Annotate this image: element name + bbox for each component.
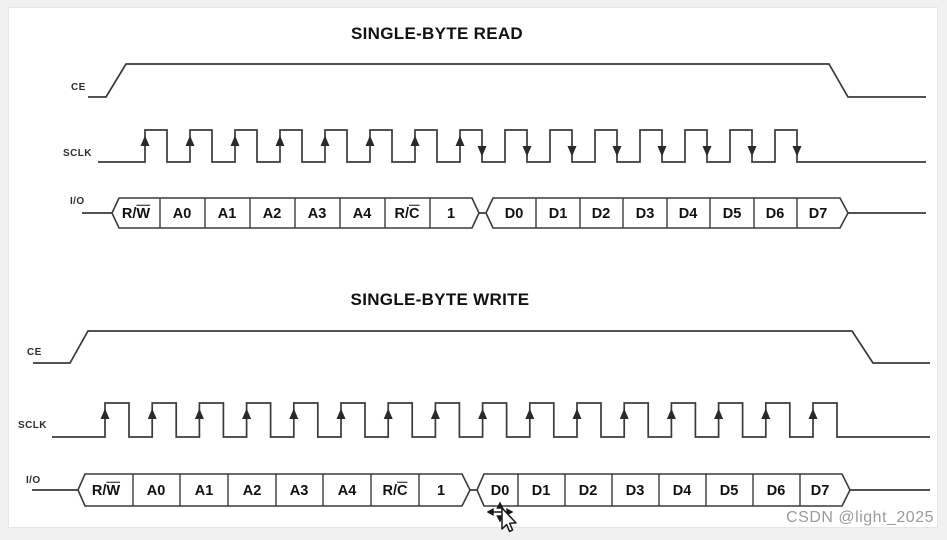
sclk-falling-edge-arrow — [792, 146, 802, 157]
sclk-rising-edge-arrow — [365, 135, 375, 146]
sclk-rising-edge-arrow — [275, 135, 285, 146]
sclk-falling-edge-arrow — [567, 146, 577, 157]
sclk-rising-edge-arrow — [140, 135, 150, 146]
ce-waveform-single-byte-write — [33, 330, 930, 364]
ce-waveform-single-byte-read — [88, 63, 926, 98]
sclk-rising-edge-arrow — [478, 408, 488, 419]
sclk-rising-edge-arrow — [383, 408, 393, 419]
sclk-rising-edge-arrow — [185, 135, 195, 146]
mouse-move-cursor-icon — [487, 501, 517, 533]
sclk-waveform-single-byte-read — [98, 129, 926, 163]
sclk-rising-edge-arrow — [525, 408, 535, 419]
sclk-rising-edge-arrow — [430, 408, 440, 419]
sclk-rising-edge-arrow — [714, 408, 724, 419]
sclk-rising-edge-arrow — [320, 135, 330, 146]
sclk-rising-edge-arrow — [147, 408, 157, 419]
sclk-falling-edge-arrow — [522, 146, 532, 157]
sclk-rising-edge-arrow — [289, 408, 299, 419]
io-bus-envelope-single-byte-read-1 — [485, 197, 849, 229]
sclk-falling-edge-arrow — [702, 146, 712, 157]
watermark-text: CSDN @light_2025 — [786, 509, 934, 526]
io-bus-envelope-single-byte-write-0 — [77, 473, 471, 507]
sclk-rising-edge-arrow — [761, 408, 771, 419]
io-bus-envelope-single-byte-write-1 — [476, 473, 851, 507]
sclk-falling-edge-arrow — [612, 146, 622, 157]
sclk-rising-edge-arrow — [572, 408, 582, 419]
timing-diagram-panel — [8, 7, 938, 528]
sclk-falling-edge-arrow — [477, 146, 487, 157]
sclk-rising-edge-arrow — [619, 408, 629, 419]
sclk-rising-edge-arrow — [230, 135, 240, 146]
sclk-rising-edge-arrow — [666, 408, 676, 419]
sclk-falling-edge-arrow — [747, 146, 757, 157]
sclk-falling-edge-arrow — [657, 146, 667, 157]
sclk-rising-edge-arrow — [410, 135, 420, 146]
sclk-rising-edge-arrow — [455, 135, 465, 146]
sclk-rising-edge-arrow — [336, 408, 346, 419]
sclk-rising-edge-arrow — [100, 408, 110, 419]
sclk-rising-edge-arrow — [242, 408, 252, 419]
sclk-rising-edge-arrow — [194, 408, 204, 419]
io-bus-envelope-single-byte-read-0 — [111, 197, 480, 229]
sclk-waveform-single-byte-write — [52, 402, 930, 438]
sclk-rising-edge-arrow — [808, 408, 818, 419]
